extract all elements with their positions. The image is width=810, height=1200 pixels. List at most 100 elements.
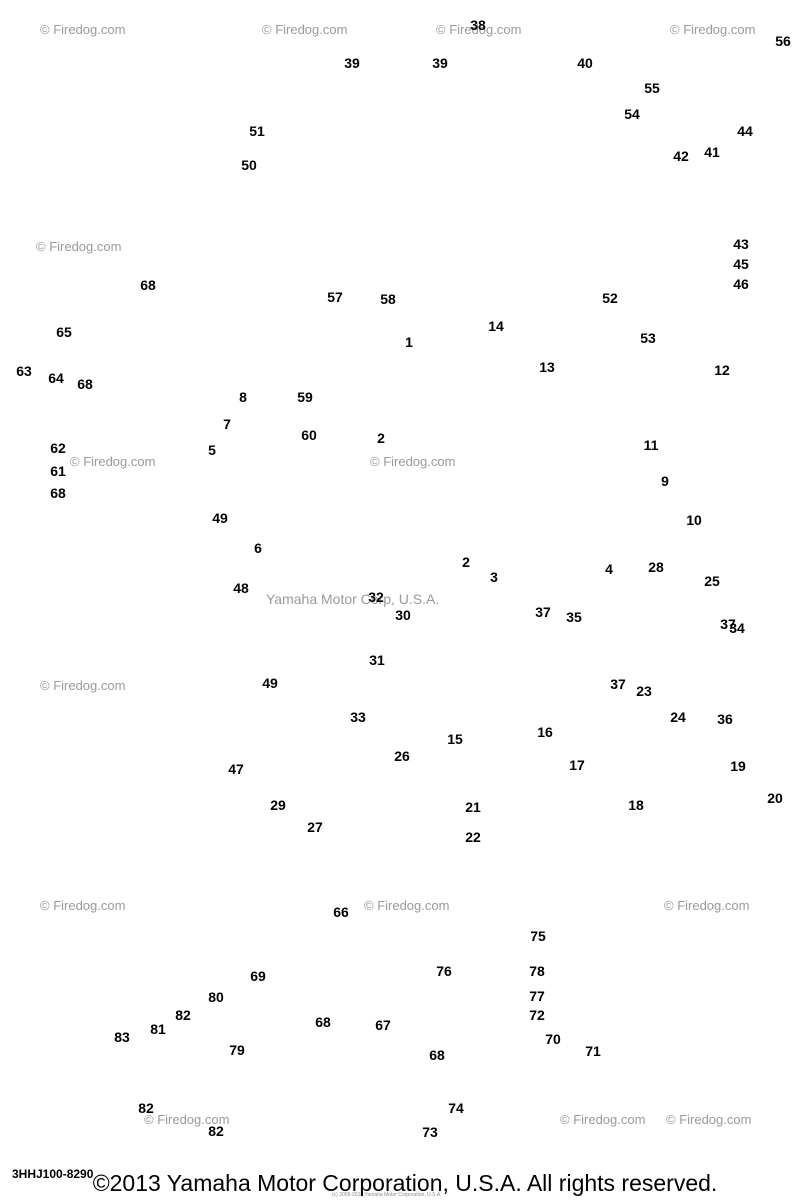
- watermark-firedog: © Firedog.com: [40, 678, 125, 693]
- part-callout: 30: [395, 607, 411, 623]
- part-callout: 5: [208, 442, 216, 458]
- part-callout: 21: [465, 799, 481, 815]
- watermark-firedog: © Firedog.com: [70, 454, 155, 469]
- watermark-firedog: © Firedog.com: [370, 454, 455, 469]
- part-callout: 19: [730, 758, 746, 774]
- part-callout: 49: [212, 510, 228, 526]
- watermark-firedog: © Firedog.com: [40, 898, 125, 913]
- part-callout: 43: [733, 236, 749, 252]
- part-callout: 60: [301, 427, 317, 443]
- part-callout: 42: [673, 148, 689, 164]
- part-callout: 78: [529, 963, 545, 979]
- part-callout: 24: [670, 709, 686, 725]
- part-callout: 27: [307, 819, 323, 835]
- part-callout: 83: [114, 1029, 130, 1045]
- part-callout: 39: [344, 55, 360, 71]
- part-callout: 34: [729, 620, 745, 636]
- part-callout: 59: [297, 389, 313, 405]
- watermark-firedog: © Firedog.com: [36, 239, 121, 254]
- part-callout: 79: [229, 1042, 245, 1058]
- part-callout: 76: [436, 963, 452, 979]
- part-callout: 12: [714, 362, 730, 378]
- part-callout: 68: [140, 277, 156, 293]
- part-callout: 37: [610, 676, 626, 692]
- part-callout: 25: [704, 573, 720, 589]
- part-callout: 72: [529, 1007, 545, 1023]
- part-callout: 52: [602, 290, 618, 306]
- part-callout: 68: [429, 1047, 445, 1063]
- part-callout: 7: [223, 416, 231, 432]
- watermark-firedog: © Firedog.com: [40, 22, 125, 37]
- part-callout: 44: [737, 123, 753, 139]
- part-callout: 17: [569, 757, 585, 773]
- diagram-code: 3HHJ100-8290: [12, 1167, 94, 1181]
- part-callout: 2: [377, 430, 385, 446]
- part-callout: 48: [233, 580, 249, 596]
- watermark-firedog: © Firedog.com: [664, 898, 749, 913]
- part-callout: 50: [241, 157, 257, 173]
- part-callout: 39: [432, 55, 448, 71]
- watermark-firedog: © Firedog.com: [666, 1112, 751, 1127]
- part-callout: 68: [77, 376, 93, 392]
- part-callout: 38: [470, 17, 486, 33]
- part-callout: 71: [585, 1043, 601, 1059]
- watermark-firedog: © Firedog.com: [262, 22, 347, 37]
- watermark-layer: © Firedog.com © Firedog.com © Firedog.co…: [36, 22, 755, 1127]
- part-callout: 8: [239, 389, 247, 405]
- part-callout: 6: [254, 540, 262, 556]
- part-callout: 37: [535, 604, 551, 620]
- part-callout: 33: [350, 709, 366, 725]
- part-callout: 70: [545, 1031, 561, 1047]
- part-callout: 67: [375, 1017, 391, 1033]
- part-callout: 13: [539, 359, 555, 375]
- part-callout: 26: [394, 748, 410, 764]
- part-callout: 64: [48, 370, 64, 386]
- part-callout: 55: [644, 80, 660, 96]
- part-callout: 77: [529, 988, 545, 1004]
- part-callout: 40: [577, 55, 593, 71]
- watermark-firedog: © Firedog.com: [670, 22, 755, 37]
- part-callout: 57: [327, 289, 343, 305]
- part-callout: 23: [636, 683, 652, 699]
- part-callout: 3: [490, 569, 498, 585]
- watermark-firedog: © Firedog.com: [364, 898, 449, 913]
- part-callout: 15: [447, 731, 463, 747]
- part-callout: 47: [228, 761, 244, 777]
- part-callout: 28: [648, 559, 664, 575]
- part-callout: 66: [333, 904, 349, 920]
- part-callout: 54: [624, 106, 640, 122]
- watermark-firedog: © Firedog.com: [436, 22, 521, 37]
- part-callout: 61: [50, 463, 66, 479]
- part-callout: 14: [488, 318, 504, 334]
- part-callout: 65: [56, 324, 72, 340]
- part-callout: 4: [605, 561, 613, 577]
- part-callout: 36: [717, 711, 733, 727]
- part-callout: 68: [315, 1014, 331, 1030]
- part-callout: 31: [369, 652, 385, 668]
- part-callout: 69: [250, 968, 266, 984]
- part-callout: 82: [175, 1007, 191, 1023]
- part-callout: 10: [686, 512, 702, 528]
- fine-print: (c) 2009-2013 Yamaha Motor Corporation, …: [332, 1192, 442, 1198]
- part-callout: 45: [733, 256, 749, 272]
- part-callout: 37: [720, 616, 736, 632]
- part-callout: 16: [537, 724, 553, 740]
- part-callout: 53: [640, 330, 656, 346]
- part-callout: 73: [422, 1124, 438, 1140]
- part-callout: 11: [644, 437, 659, 453]
- watermark-firedog: © Firedog.com: [560, 1112, 645, 1127]
- part-callout: 62: [50, 440, 66, 456]
- part-callout: 46: [733, 276, 749, 292]
- part-callout: 56: [775, 33, 791, 49]
- part-callout: 63: [16, 363, 32, 379]
- part-callout: 32: [368, 589, 384, 605]
- part-callout: 22: [465, 829, 481, 845]
- part-callout: 82: [138, 1100, 154, 1116]
- part-callout: 49: [262, 675, 278, 691]
- part-callout: 80: [208, 989, 224, 1005]
- part-callout: 68: [50, 485, 66, 501]
- part-callout: 9: [661, 473, 669, 489]
- part-callout: 82: [208, 1123, 224, 1139]
